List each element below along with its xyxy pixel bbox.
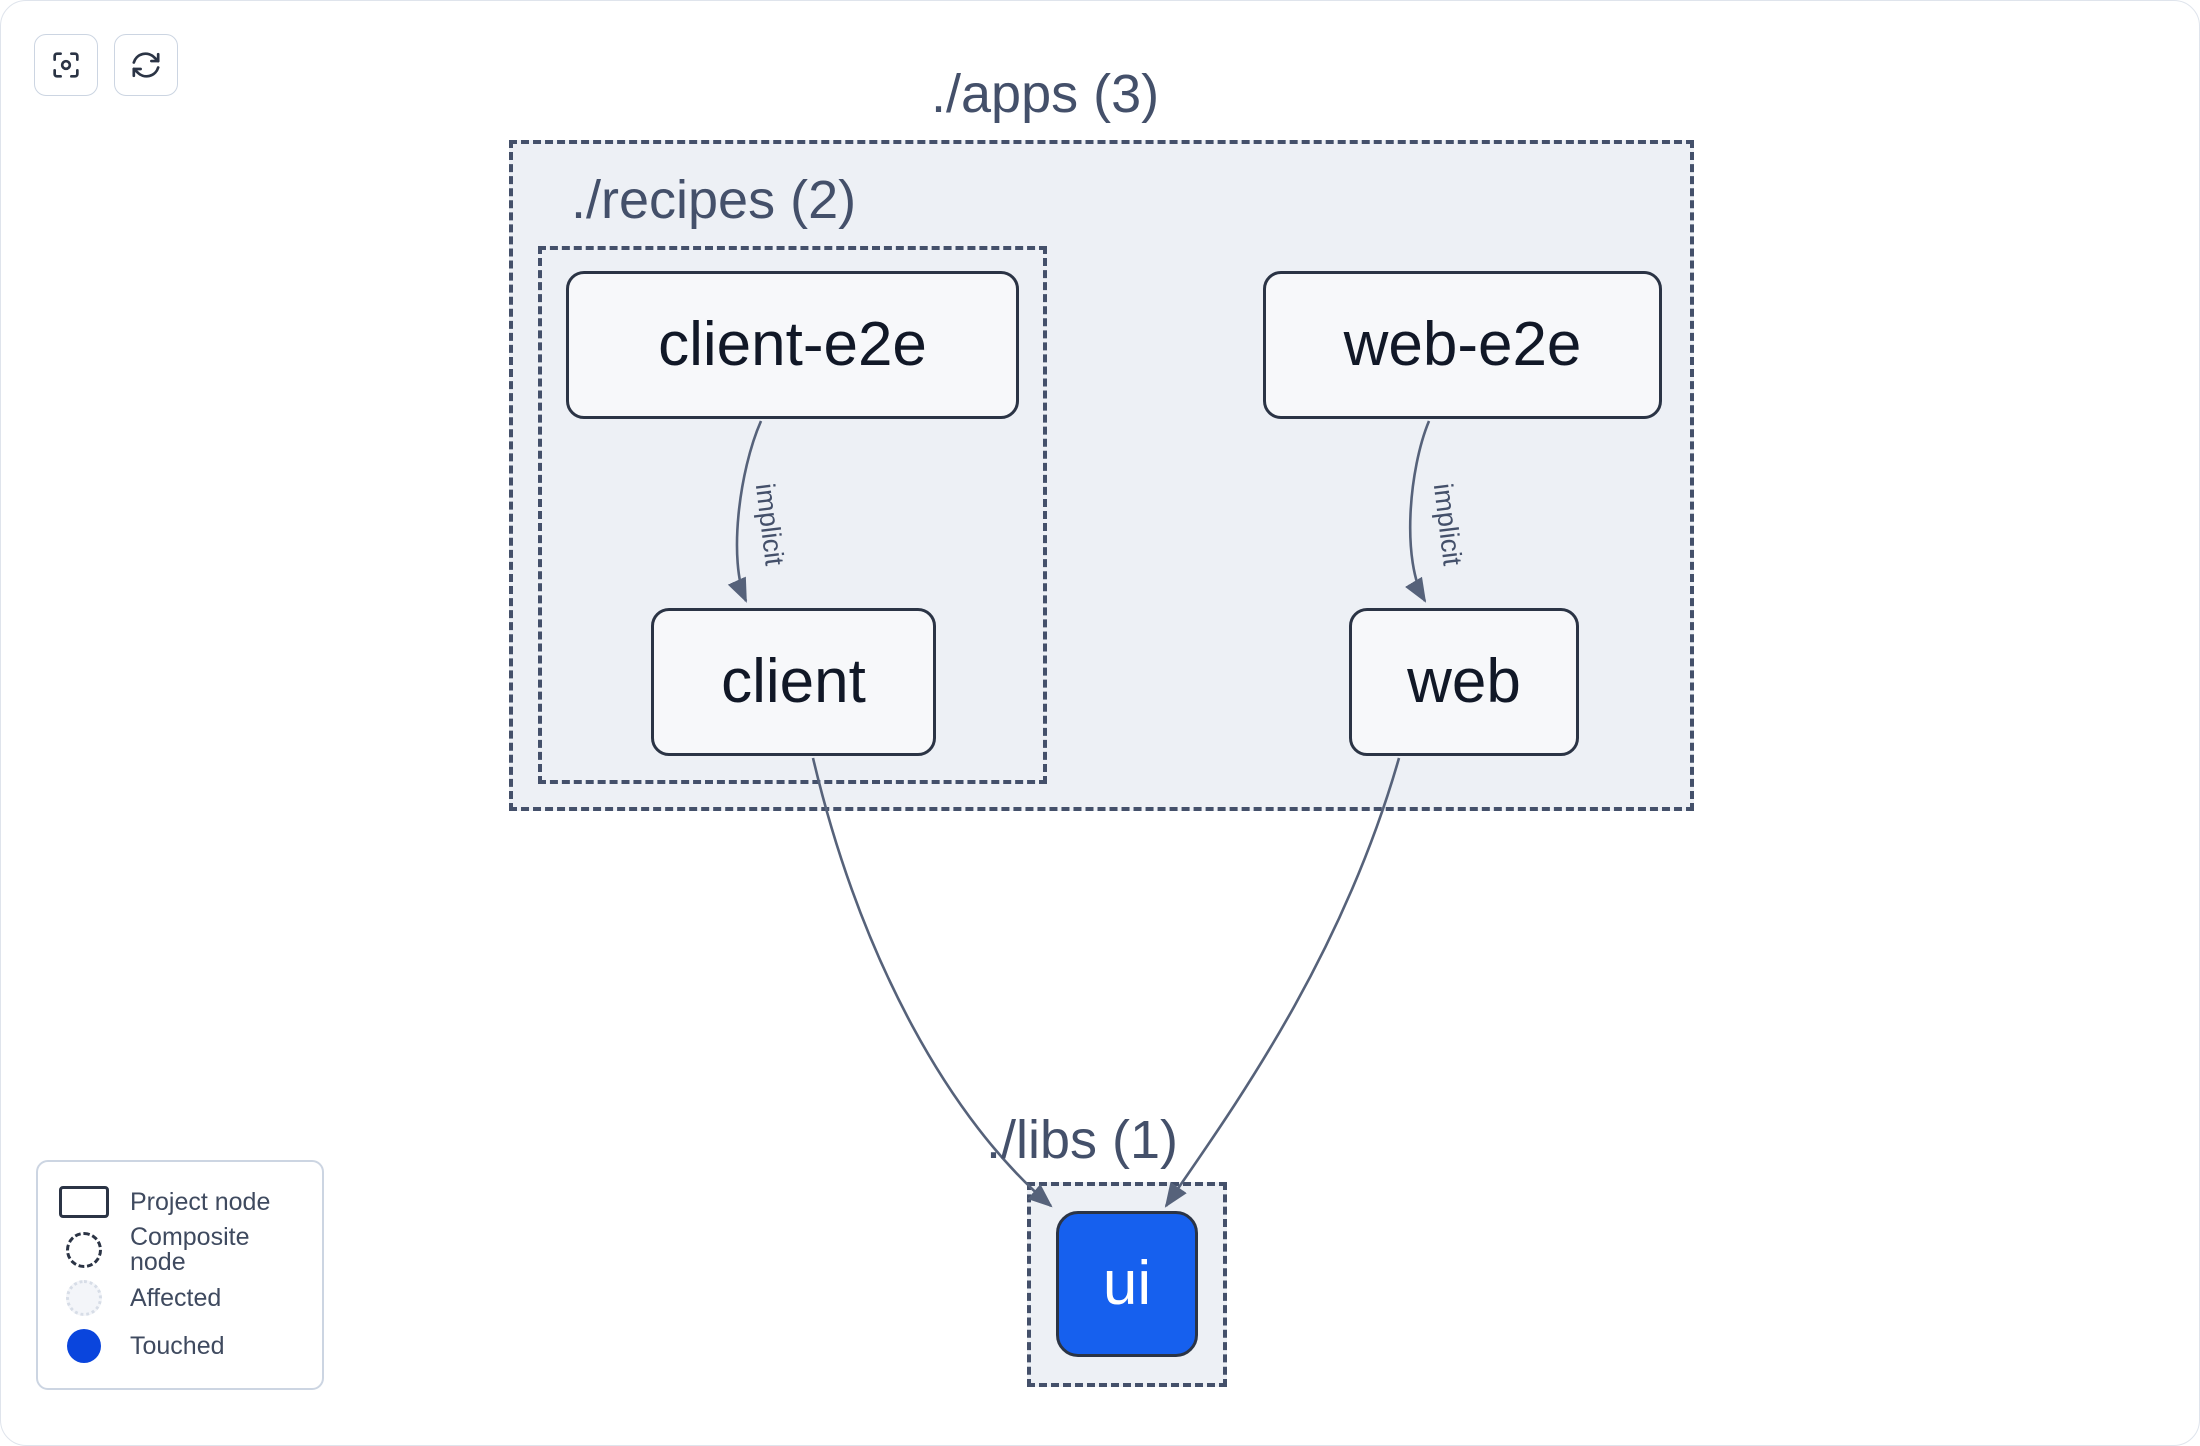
node-label: web-e2e [1343,310,1582,379]
refresh-graph-button[interactable] [114,34,178,96]
focus-target-icon [49,48,83,82]
node-label: ui [1102,1249,1152,1318]
legend-item-touched: Touched [56,1322,304,1370]
group-label-recipes: ./recipes (2) [571,170,857,230]
refresh-icon [129,48,163,82]
group-label-libs: ./libs (1) [986,1110,1179,1170]
composite-node-swatch [56,1232,112,1268]
graph-legend: Project node Composite node Affected Tou… [36,1160,324,1390]
legend-label: Project node [130,1187,271,1216]
legend-item-project-node: Project node [56,1178,304,1226]
edge-web-to-ui [1164,757,1401,1208]
group-label-apps: ./apps (3) [931,64,1160,124]
legend-item-composite-node: Composite node [56,1223,304,1276]
project-node-swatch [56,1186,112,1218]
node-label: client [721,647,866,716]
legend-label: Composite node [130,1223,250,1276]
node-web-e2e[interactable]: web-e2e [1263,271,1662,419]
node-web[interactable]: web [1349,608,1579,756]
legend-label: Touched [130,1331,225,1360]
node-ui[interactable]: ui [1056,1211,1198,1357]
node-label: web [1407,647,1521,716]
node-client[interactable]: client [651,608,936,756]
node-client-e2e[interactable]: client-e2e [566,271,1019,419]
affected-swatch [56,1280,112,1316]
legend-item-affected: Affected [56,1274,304,1322]
legend-label: Affected [130,1283,222,1312]
node-label: client-e2e [658,310,927,379]
touched-swatch [56,1329,112,1363]
graph-toolbar [34,34,178,96]
focus-graph-button[interactable] [34,34,98,96]
